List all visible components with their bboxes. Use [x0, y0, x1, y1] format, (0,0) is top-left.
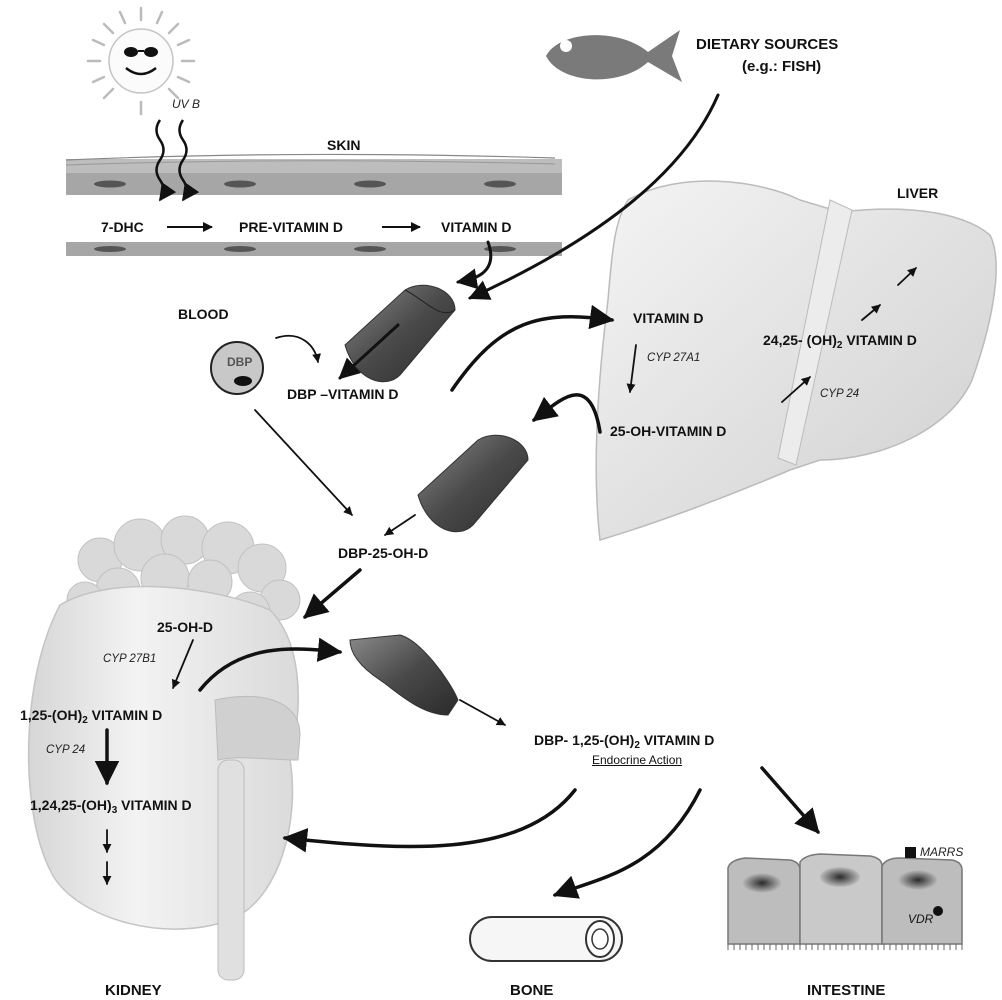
- dbp-25-oh-d-label: DBP-25-OH-D: [338, 545, 429, 561]
- dietary-sources-label: DIETARY SOURCES: [696, 36, 839, 53]
- dbp-vitamin-d-label: DBP –VITAMIN D: [287, 386, 399, 402]
- pre-vitamin-d-label: PRE-VITAMIN D: [239, 219, 343, 235]
- sun-icon: [86, 6, 196, 116]
- blood-vessel-2: [417, 434, 529, 533]
- endocrine-action-label: Endocrine Action: [592, 753, 683, 767]
- uvb-rays: [155, 119, 200, 202]
- bone-label: BONE: [510, 982, 554, 999]
- blood-vessel-1: [344, 284, 456, 383]
- cyp24-liver-label: CYP 24: [820, 388, 860, 400]
- cyp24-kidney-label: CYP 24: [46, 744, 86, 756]
- skin-label: SKIN: [327, 137, 361, 153]
- kidney-shape: [27, 515, 301, 981]
- vitamin-d-skin-label: VITAMIN D: [441, 219, 512, 235]
- dietary-sources-example-label: (e.g.: FISH): [742, 58, 822, 75]
- pathway-arrows: [94, 93, 917, 899]
- 25-oh-d-kidney-label: 25-OH-D: [157, 619, 214, 635]
- marrs-label: MARRS: [920, 845, 964, 859]
- intestine-label: INTESTINE: [807, 982, 886, 999]
- liver-vitamin-d-label: VITAMIN D: [633, 310, 704, 326]
- liver-label: LIVER: [897, 185, 939, 201]
- seven-dhc-label: 7-DHC: [101, 219, 144, 235]
- intestine-cells: [727, 847, 963, 950]
- dbp-circle-label: DBP: [227, 355, 253, 369]
- dihydroxy-1-25-vitamin-d-label: 1,25-(OH)2 VITAMIN D: [20, 707, 163, 726]
- uvb-label: UV B: [172, 97, 201, 111]
- dbp-protein-circle: [210, 341, 264, 395]
- vdr-label: VDR: [908, 912, 934, 926]
- dihydroxy-24-25-vitamin-d-label: 24,25- (OH)2 VITAMIN D: [763, 332, 917, 351]
- vdr-marker: [933, 906, 943, 916]
- marrs-marker: [905, 847, 916, 858]
- dbp-1-25-vitamin-d-label: DBP- 1,25-(OH)2 VITAMIN D: [534, 732, 715, 751]
- kidney-label: KIDNEY: [105, 982, 162, 999]
- 25-oh-vitamin-d-label: 25-OH-VITAMIN D: [610, 423, 727, 439]
- fish-icon: [546, 30, 682, 82]
- bone-shape: [469, 916, 623, 962]
- blood-vessel-3: [349, 634, 459, 716]
- cyp27b1-label: CYP 27B1: [103, 653, 157, 665]
- cyp27a1-label: CYP 27A1: [647, 352, 701, 364]
- trihydroxy-vitamin-d-label: 1,24,25-(OH)3 VITAMIN D: [30, 797, 192, 816]
- liver-shape: [595, 180, 997, 541]
- blood-label: BLOOD: [178, 306, 229, 322]
